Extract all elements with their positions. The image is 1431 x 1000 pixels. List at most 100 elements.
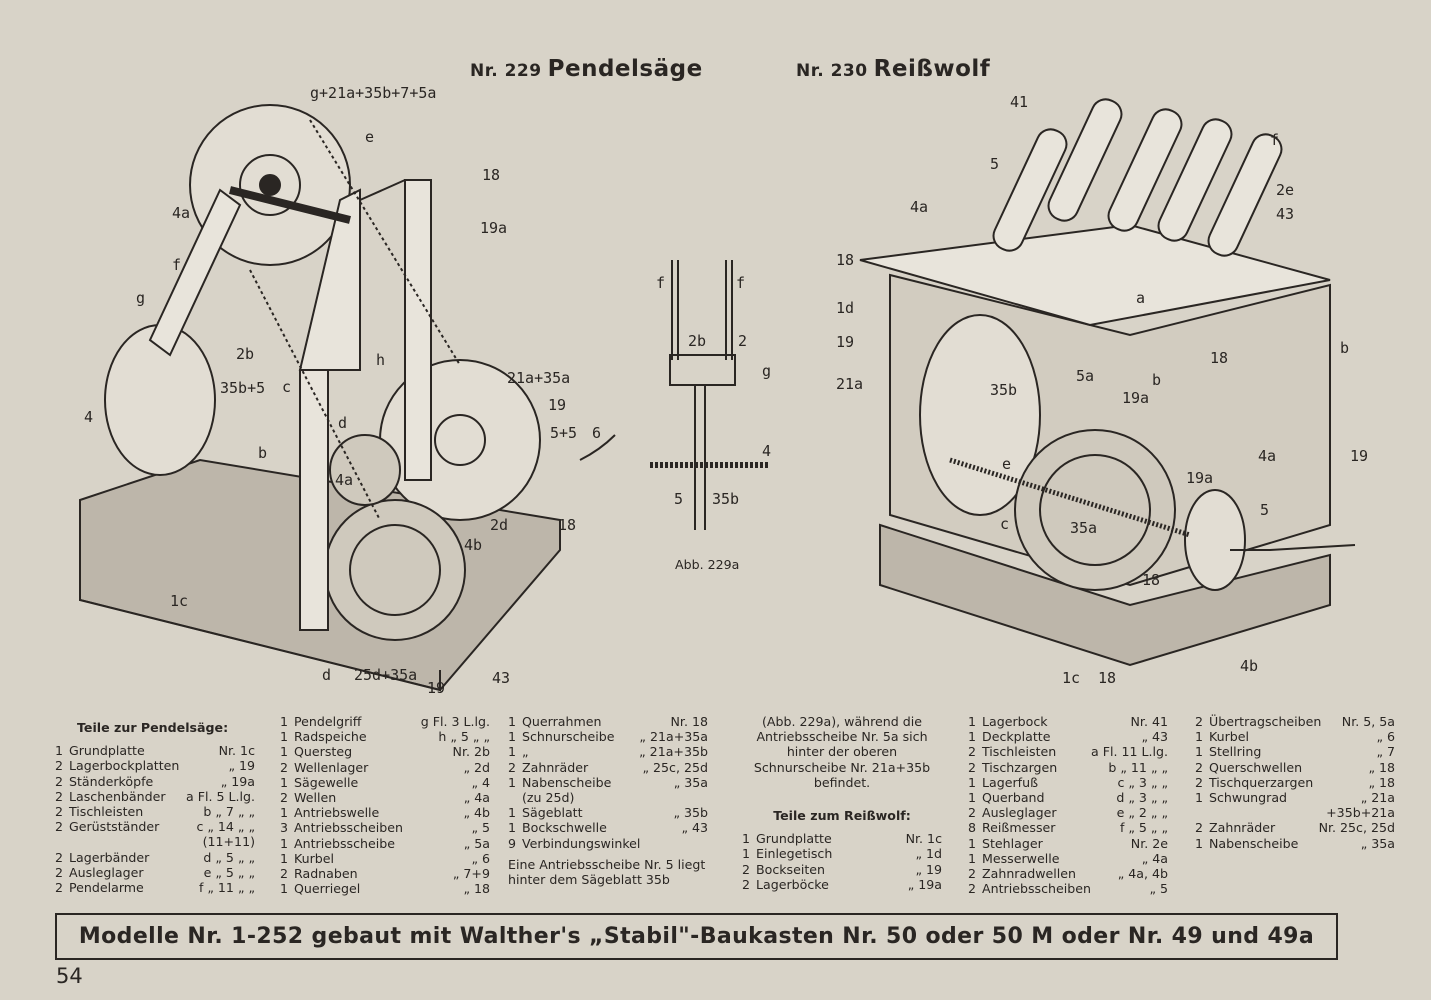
parts-name: „ <box>522 744 529 760</box>
parts-qty: 1 <box>968 714 977 729</box>
parts-ref: f „ 5 „ „ <box>1119 820 1168 836</box>
parts-ref: a Fl. 5 L.lg. <box>185 788 255 804</box>
parts-ref: b „ 11 „ „ <box>1108 759 1168 775</box>
wolf-label-1d: 1d <box>836 299 854 317</box>
parts-name: Grundplatte <box>69 743 145 759</box>
parts-row: 1 Grundplatte Nr. 1c <box>55 743 255 758</box>
shredder-part-labels: 41 f 5 2e 4a 43 18 1d a 19 18 b 21a 35b … <box>836 93 1368 687</box>
wolf-label-c: c <box>1000 515 1009 533</box>
parts-qty: 1 <box>280 850 289 866</box>
parts-qty: 1 <box>1195 744 1204 760</box>
label-d: d <box>338 414 347 432</box>
label-c: c <box>282 378 291 396</box>
parts-qty: 3 <box>280 820 289 836</box>
label-4: 4 <box>84 408 93 426</box>
wolf-label-1c: 1c <box>1062 669 1080 687</box>
wolf-label-4a2: 4a <box>1258 447 1276 465</box>
parts-qty <box>508 790 522 805</box>
parts-name: Bockschwelle <box>522 820 607 836</box>
parts-wolf-heading: Teile zum Reißwolf: <box>773 808 911 824</box>
detail-label-2: 2 <box>738 332 747 350</box>
wolf-label-21a: 21a <box>836 375 863 393</box>
parts-ref: „ 35a <box>673 774 708 790</box>
label-4a-2: 4a <box>335 471 353 489</box>
wolf-label-35b: 35b <box>990 381 1017 399</box>
parts-qty: 1 <box>55 743 64 759</box>
parts-ref: Nr. 41 <box>1130 714 1168 729</box>
wolf-label-f: f <box>1270 131 1279 149</box>
parts-ref: c „ 14 „ „ <box>196 819 255 835</box>
parts-qty: 2 <box>968 866 977 882</box>
parts-ref: „ 18 <box>1368 774 1395 790</box>
saw-part-labels: g+21a+35b+7+5a e 18 19a 4a f g 2b 35b+5 … <box>84 84 601 697</box>
parts-ref: „ 19 <box>915 861 942 877</box>
wolf-label-2e: 2e <box>1276 181 1294 199</box>
parts-name: Zahnradwellen <box>982 866 1076 882</box>
parts-ref: „ 43 <box>681 820 708 836</box>
parts-name: Grundplatte <box>756 831 832 847</box>
parts-qty: 2 <box>1195 759 1204 775</box>
parts-qty: 2 <box>1195 714 1204 729</box>
parts-qty: 2 <box>742 876 751 892</box>
parts-qty: 1 <box>508 744 517 760</box>
parts-ref: Nr. 1c <box>218 743 255 759</box>
parts-qty: 1 <box>280 774 289 790</box>
parts-name: Nabenscheibe <box>1209 835 1299 851</box>
parts-ref: „ 21a <box>1360 790 1395 806</box>
parts-ref: „ 7+9 <box>452 866 490 882</box>
parts-name: Lagerfuß <box>982 774 1039 790</box>
parts-qty: 1 <box>280 729 289 745</box>
parts-wolf-col4: (Abb. 229a), während die Antriebsscheibe… <box>742 714 942 892</box>
parts-ref: a Fl. 11 L.lg. <box>1090 744 1168 760</box>
parts-qty: 2 <box>55 880 64 896</box>
parts-ref: „ 5 <box>471 820 490 836</box>
parts-ref: „ 18 <box>1368 759 1395 775</box>
detail-label-g: g <box>762 362 771 380</box>
parts-name <box>69 834 203 849</box>
label-2b: 2b <box>236 345 254 363</box>
parts-ref: „ 35a <box>1360 835 1395 851</box>
wolf-label-e: e <box>1002 455 1011 473</box>
detail-label-f2: f <box>736 274 745 292</box>
parts-name: Querschwellen <box>1209 759 1303 775</box>
parts-name: Tischleisten <box>982 744 1057 760</box>
parts-name: Bockseiten <box>756 861 826 877</box>
parts-qty: 2 <box>55 819 64 835</box>
label-f: f <box>172 256 181 274</box>
label-19: 19 <box>548 396 566 414</box>
parts-name: Pendelarme <box>69 880 144 896</box>
label-4a: 4a <box>172 204 190 222</box>
detail-229a-illustration: f f 2b 2 g 4 5 35b <box>650 260 771 530</box>
parts-qty: 2 <box>1195 774 1204 790</box>
wolf-label-18d: 18 <box>1098 669 1116 687</box>
parts-name: Antriebsscheibe <box>294 835 395 851</box>
parts-qty: 1 <box>742 831 751 847</box>
label-g21a35b75a: g+21a+35b+7+5a <box>310 84 436 102</box>
parts-qty: 1 <box>508 805 517 821</box>
parts-qty: 2 <box>968 744 977 760</box>
parts-name: Antriebswelle <box>294 805 380 821</box>
label-b: b <box>258 444 267 462</box>
title-wolf-name: Reißwolf <box>873 56 991 82</box>
parts-qty <box>1195 805 1209 820</box>
